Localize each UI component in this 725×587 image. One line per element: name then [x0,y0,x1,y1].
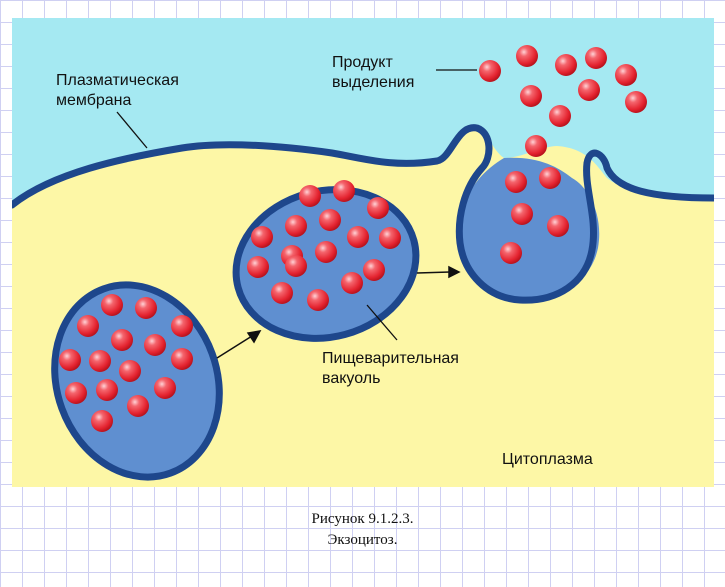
leader-vacuole [366,304,398,341]
particle [578,79,600,101]
particle [585,47,607,69]
particle [511,203,533,225]
exocytosis-figure: Плазматическая мембрана Продукт выделени… [12,18,714,487]
particle [347,226,369,248]
particle [271,282,293,304]
particle [171,348,193,370]
particle [91,410,113,432]
label-line: выделения [332,74,415,91]
particle [77,315,99,337]
particle [171,315,193,337]
particle [59,349,81,371]
figure-caption-title: Экзоцитоз. [327,532,398,548]
particle [505,171,527,193]
particles-vacuole-2 [247,180,401,311]
particle [89,350,111,372]
particle [379,227,401,249]
label-line: Плазматическая [56,72,179,89]
particle [539,167,561,189]
particle [625,91,647,113]
particles-vacuole-1 [59,294,193,432]
label-line: Пищеварительная [322,350,459,367]
particle [516,45,538,67]
particle [65,382,87,404]
leader-membrane [116,111,148,149]
particle [315,241,337,263]
particle [247,256,269,278]
particle [127,395,149,417]
particle [251,226,273,248]
particle [144,334,166,356]
label-line: вакуоль [322,370,381,387]
particle [96,379,118,401]
particle [341,272,363,294]
particle [520,85,542,107]
particle [111,329,133,351]
particle [555,54,577,76]
particles-fusing-vesicle [500,135,569,264]
particle [154,377,176,399]
arrow-vacuole1-to-vacuole2 [216,330,262,359]
label-line: Продукт [332,54,393,71]
particle [299,185,321,207]
particle [500,242,522,264]
particle [119,360,141,382]
label-secretion-product: Продукт выделения [332,53,414,93]
fusing-vesicle [459,157,600,300]
particle [101,294,123,316]
particle [547,215,569,237]
particle [307,289,329,311]
particles-secreted [479,45,647,127]
particle [319,209,341,231]
particle [333,180,355,202]
particle [363,259,385,281]
arrow-vacuole2-to-fusion [416,265,461,279]
particle [285,255,307,277]
particle [525,135,547,157]
figure-caption-number: Рисунок 9.1.2.3. [311,511,414,527]
plasma-membrane [12,124,714,304]
particle [549,105,571,127]
particle [367,197,389,219]
exocytosis-diagram [12,18,714,481]
particle [615,64,637,86]
label-line: мембрана [56,92,132,109]
extracellular-region [12,18,714,205]
label-digestive-vacuole: Пищеварительная вакуоль [322,349,459,389]
particle [285,215,307,237]
particle [479,60,501,82]
label-plasma-membrane: Плазматическая мембрана [56,71,179,111]
particle [135,297,157,319]
label-cytoplasm: Цитоплазма [502,451,593,468]
